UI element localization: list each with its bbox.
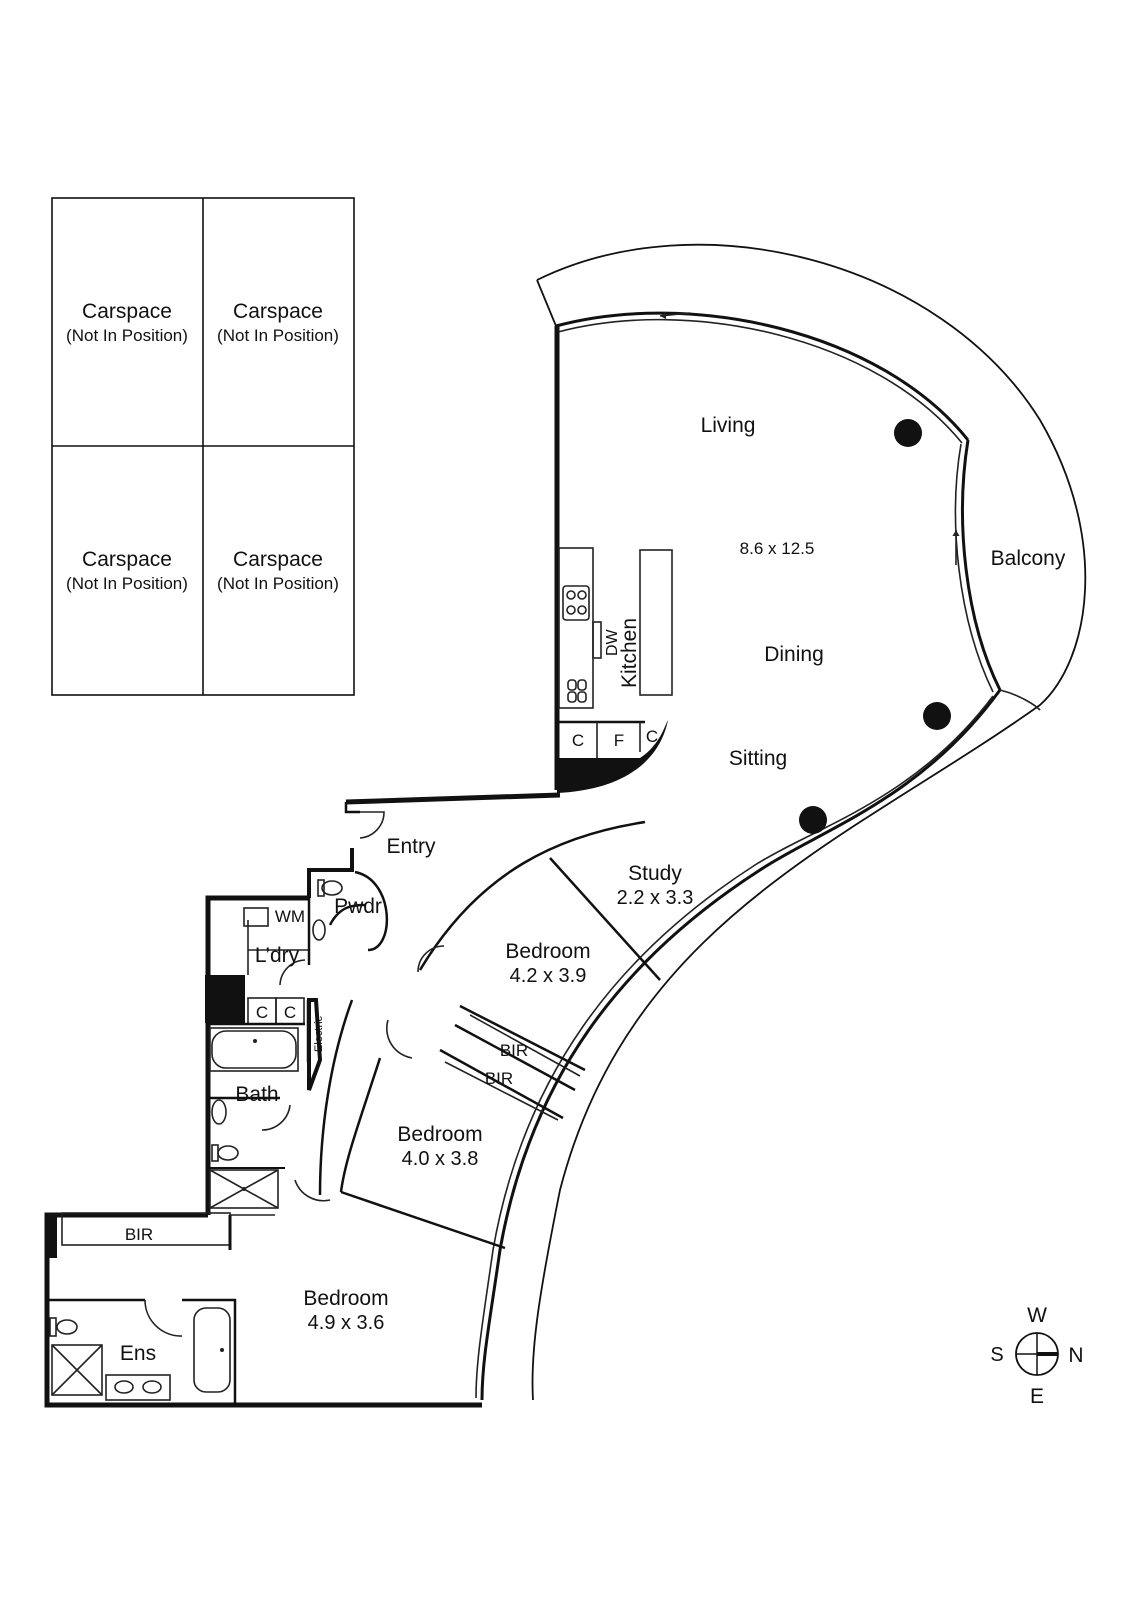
laundry-label: L’dry — [255, 944, 300, 967]
bedroom-2-label: Bedroom — [397, 1123, 482, 1146]
carspace-grid: Carspace (Not In Position) Carspace (Not… — [51, 197, 355, 696]
bedroom-2-dimensions: 4.0 x 3.8 — [402, 1148, 479, 1170]
bedroom-1-dimensions: 4.2 x 3.9 — [510, 965, 587, 987]
compass: W S N E — [990, 1304, 1083, 1408]
room-labels: Living 8.6 x 12.5 Dining Sitting Balcony… — [120, 414, 1066, 1365]
bath-label: Bath — [235, 1083, 278, 1106]
carspace-2-note: (Not In Position) — [217, 326, 339, 345]
fridge-label: F — [614, 731, 624, 750]
compass-west: W — [1027, 1304, 1047, 1327]
carspace-2-title: Carspace — [233, 300, 323, 323]
entry-label: Entry — [386, 835, 436, 858]
carspace-1-note: (Not In Position) — [66, 326, 188, 345]
interior-walls — [47, 820, 661, 1405]
living-dimensions: 8.6 x 12.5 — [740, 539, 815, 558]
cupboard-label-kitchen: C — [572, 731, 584, 750]
washing-machine-label: WM — [275, 907, 305, 926]
dining-label: Dining — [764, 643, 824, 666]
study-label: Study — [628, 862, 682, 885]
powder-room-label: Pwdr — [334, 895, 382, 918]
bedroom-1-label: Bedroom — [505, 940, 590, 963]
kitchen-label: Kitchen — [618, 618, 641, 688]
bir-label-1: BIR — [500, 1041, 528, 1060]
bedroom-3-label: Bedroom — [303, 1287, 388, 1310]
dishwasher-label: DW — [604, 628, 621, 656]
bedroom-3-dimensions: 4.9 x 3.6 — [308, 1312, 385, 1334]
slider-arrows — [659, 312, 960, 565]
study-dimensions: 2.2 x 3.3 — [617, 887, 694, 909]
carspace-4-title: Carspace — [233, 548, 323, 571]
balcony-label: Balcony — [991, 547, 1066, 570]
compass-east: E — [1030, 1385, 1044, 1408]
carspace-3-note: (Not In Position) — [66, 574, 188, 593]
electric-label: Electric — [313, 1015, 325, 1052]
bir-label-2: BIR — [485, 1069, 513, 1088]
bir-label-3: BIR — [125, 1225, 153, 1244]
kitchen-fixtures: C F C DW Kitchen — [558, 547, 673, 758]
cupboard-label-kitchen-2: C — [646, 727, 658, 746]
ensuite-label: Ens — [120, 1342, 156, 1365]
carspace-3-title: Carspace — [82, 548, 172, 571]
carspace-1-title: Carspace — [82, 300, 172, 323]
columns — [799, 419, 951, 834]
living-label: Living — [701, 414, 756, 437]
cupboard-label-2: C — [284, 1003, 296, 1022]
carspace-4-note: (Not In Position) — [217, 574, 339, 593]
compass-north: N — [1068, 1344, 1083, 1367]
door-swings — [144, 811, 445, 1337]
sitting-label: Sitting — [729, 747, 787, 770]
fixtures — [211, 879, 343, 1352]
outer-walls — [44, 243, 1087, 1408]
cupboard-label-1: C — [256, 1003, 268, 1022]
compass-south: S — [990, 1344, 1003, 1366]
